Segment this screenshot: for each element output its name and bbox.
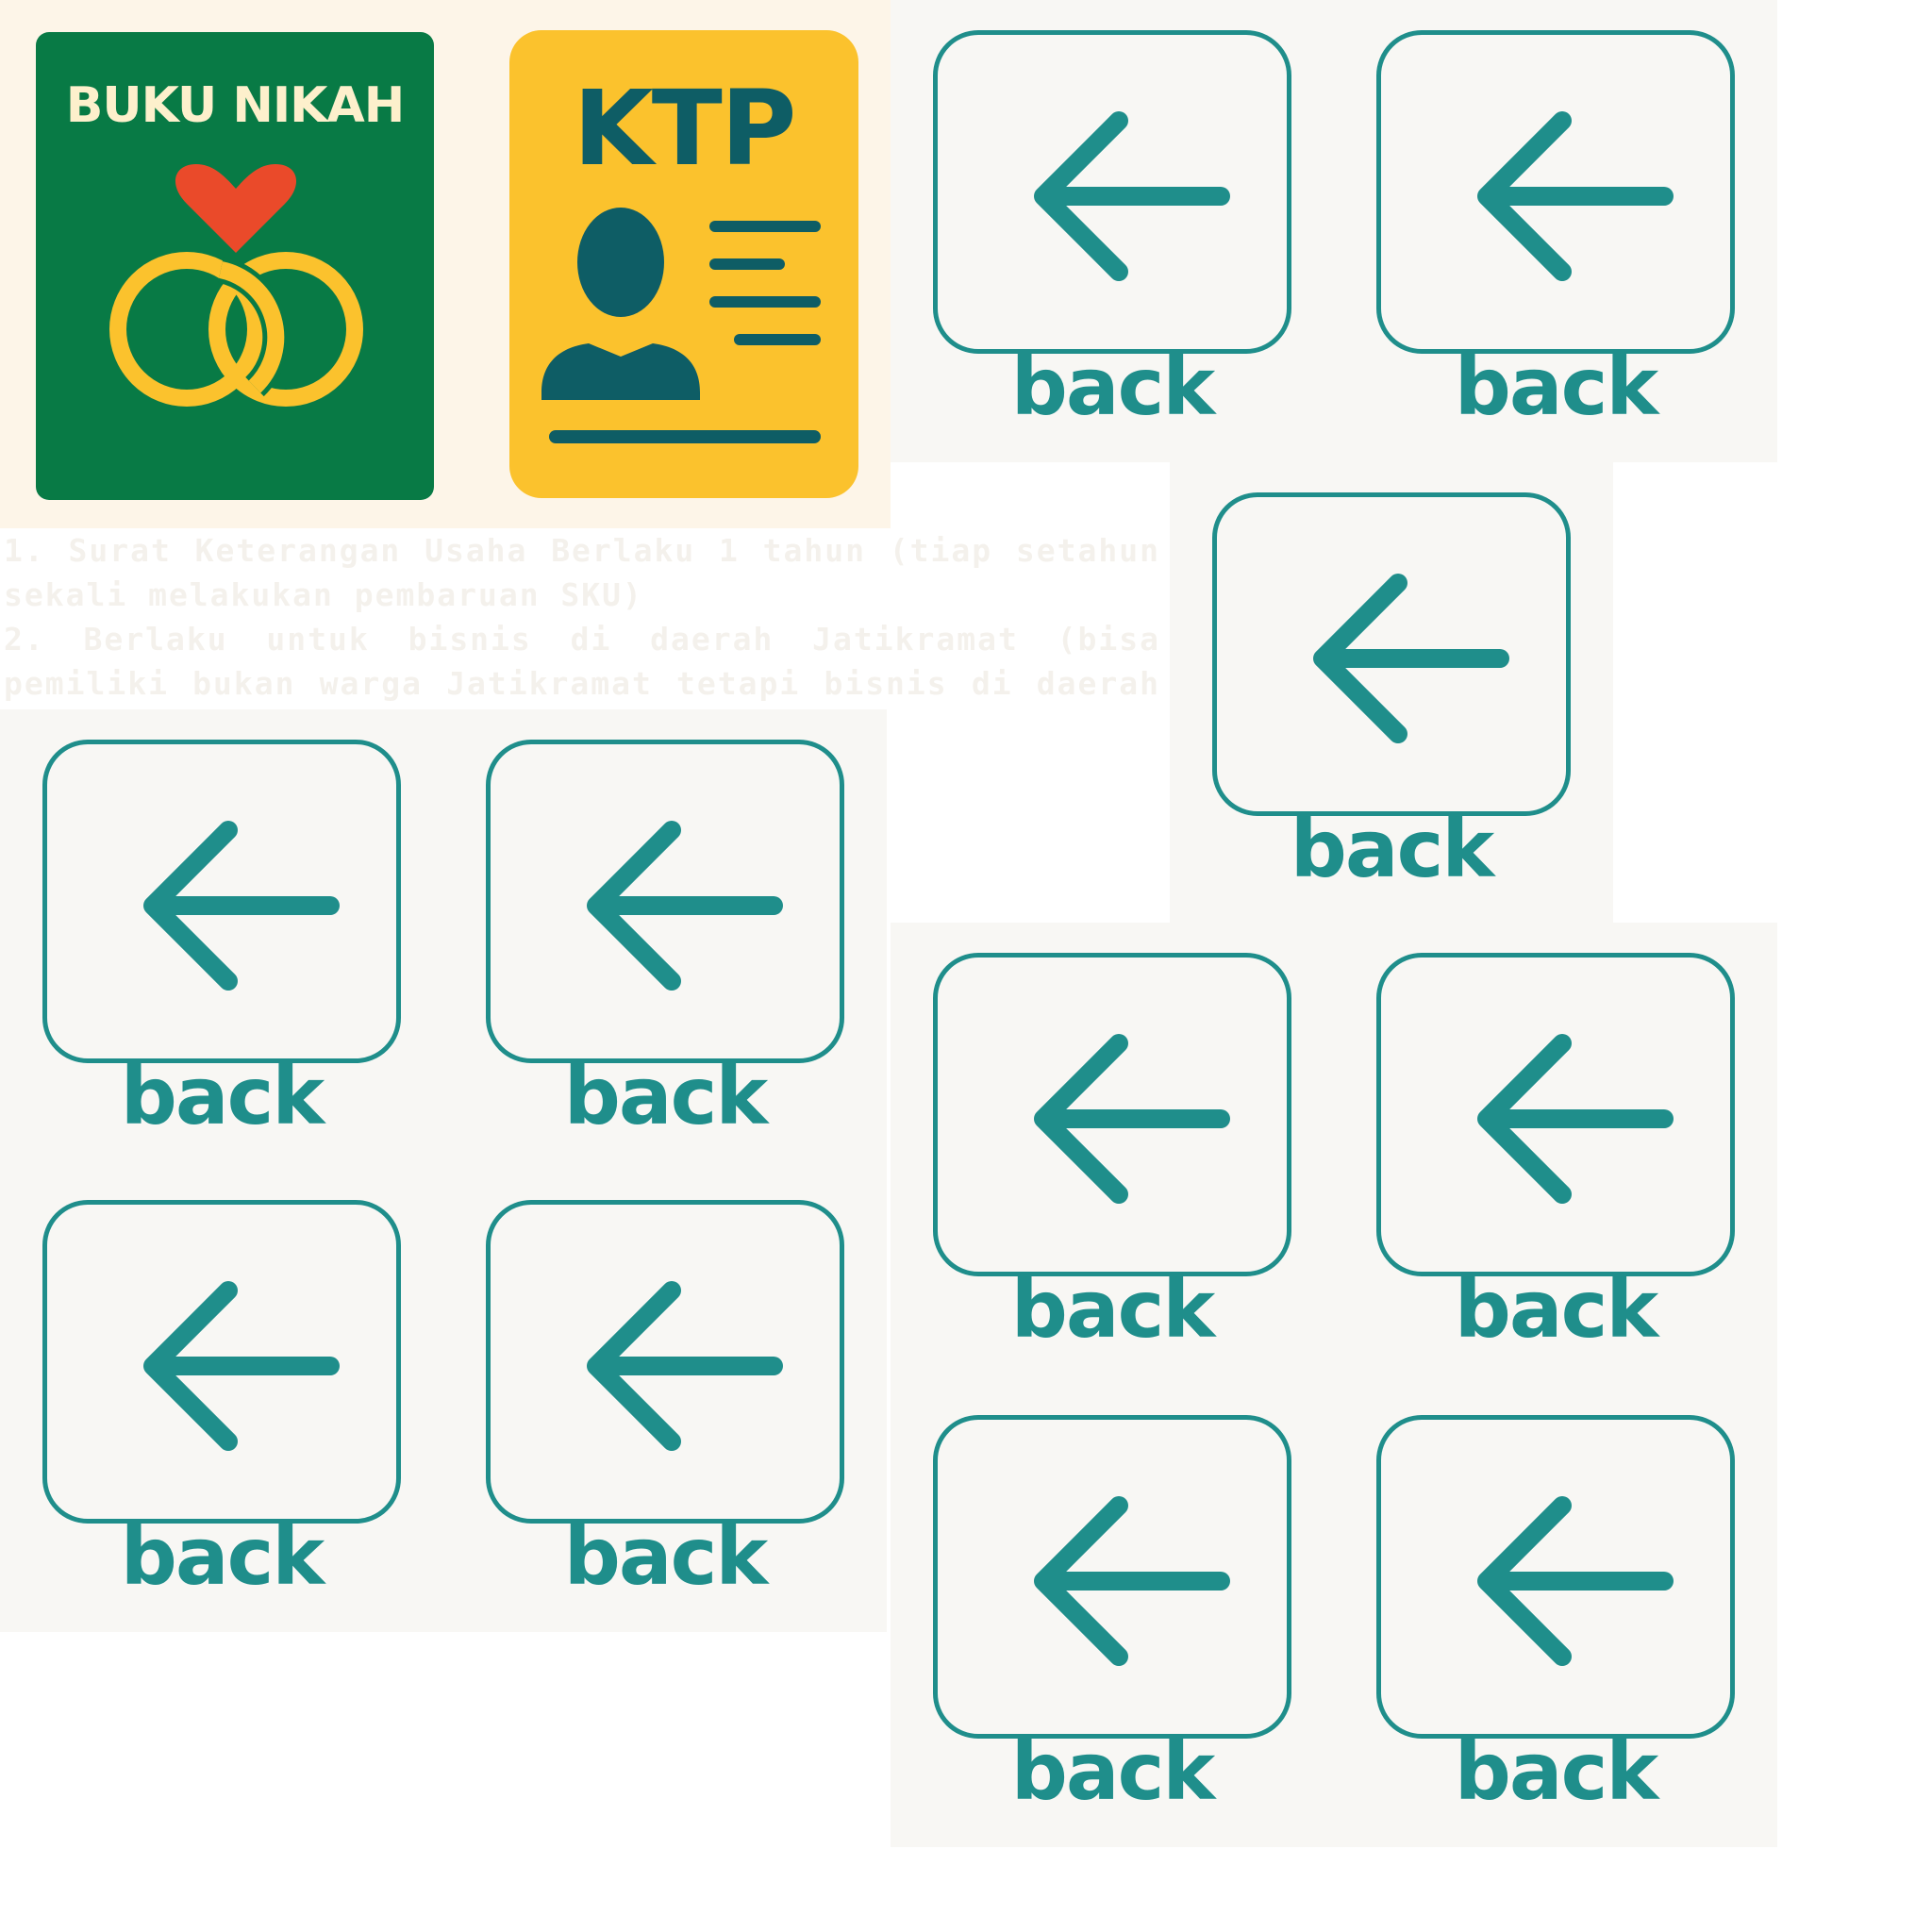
back-label: back: [120, 1510, 325, 1603]
back-button[interactable]: back: [891, 923, 1334, 1385]
arrow-left-icon: [1034, 1496, 1230, 1666]
arrow-left-icon: [1313, 574, 1509, 743]
ktp-title: KTP: [573, 68, 797, 189]
arrow-left-icon: [143, 1281, 340, 1451]
back-button[interactable]: back: [891, 0, 1334, 462]
back-label: back: [1010, 1263, 1215, 1356]
ktp-card: KTP: [509, 30, 858, 498]
arrow-left-icon: [1477, 1496, 1674, 1666]
back-label: back: [563, 1510, 768, 1603]
arrow-left-icon: [1477, 1034, 1674, 1204]
back-button-frame: [1212, 492, 1571, 816]
back-button[interactable]: back: [443, 1170, 887, 1632]
back-button-frame: [1376, 1415, 1735, 1739]
back-button-frame: [1376, 30, 1735, 354]
back-label: back: [120, 1050, 325, 1142]
back-label: back: [1290, 803, 1494, 895]
arrow-left-icon: [1477, 111, 1674, 281]
back-button-frame: [42, 740, 401, 1063]
back-button-frame: [933, 1415, 1291, 1739]
back-button[interactable]: back: [891, 1385, 1334, 1847]
buku-nikah-tile[interactable]: BUKU NIKAH: [0, 0, 464, 528]
back-button-frame: [486, 740, 844, 1063]
back-button-frame: [933, 30, 1291, 354]
back-label: back: [1454, 341, 1658, 433]
arrow-left-icon: [587, 1281, 783, 1451]
arrow-left-icon: [587, 821, 783, 991]
back-label: back: [1010, 341, 1215, 433]
back-label: back: [1454, 1263, 1658, 1356]
back-button-frame: [933, 953, 1291, 1276]
back-button[interactable]: back: [1334, 1385, 1777, 1847]
back-button-frame: [486, 1200, 844, 1524]
note-item: 1. Surat Keterangan Usaha Berlaku 1 tahu…: [4, 532, 1160, 613]
back-button[interactable]: back: [1334, 0, 1777, 462]
back-button[interactable]: back: [443, 709, 887, 1172]
arrow-left-icon: [1034, 111, 1230, 281]
wedding-rings-heart-icon: [109, 164, 363, 407]
back-label: back: [1454, 1725, 1658, 1818]
ktp-tile[interactable]: KTP: [464, 0, 891, 528]
arrow-left-icon: [1034, 1034, 1230, 1204]
back-button[interactable]: back: [0, 709, 443, 1172]
back-label: back: [1010, 1725, 1215, 1818]
buku-nikah-card: BUKU NIKAH: [36, 32, 434, 500]
id-card-person-icon: [541, 208, 821, 443]
back-button-frame: [42, 1200, 401, 1524]
back-label: back: [563, 1050, 768, 1142]
back-button[interactable]: back: [1334, 923, 1777, 1385]
buku-nikah-title: BUKU NIKAH: [65, 77, 406, 134]
back-button[interactable]: back: [1170, 462, 1613, 924]
arrow-left-icon: [143, 821, 340, 991]
back-button-frame: [1376, 953, 1735, 1276]
back-button[interactable]: back: [0, 1170, 443, 1632]
